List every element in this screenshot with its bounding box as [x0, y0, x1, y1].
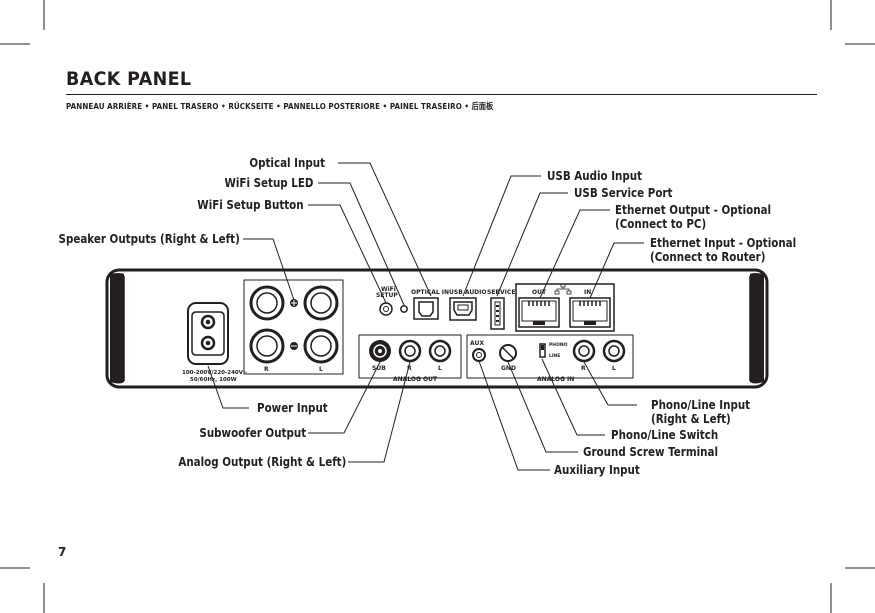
usb-audio-label: USB AUDIO [449, 289, 487, 296]
callout-speaker-outputs: Speaker Outputs (Right & Left) [58, 232, 240, 246]
speaker-r-label: R [264, 366, 269, 373]
callout-wifi-button: WiFi Setup Button [197, 198, 304, 212]
analog-out-r-label: R [407, 365, 412, 372]
analog-in-label: ANALOG IN [537, 376, 574, 383]
phono-label: PHONO [549, 342, 568, 348]
ethernet-block [515, 283, 615, 332]
usb-service-port [490, 297, 505, 330]
callout-ethernet-input-line2: (Connect to Router) [650, 250, 766, 264]
analog-in-r-label: R [581, 365, 586, 372]
wifi-led [400, 305, 408, 313]
speaker-l-label: L [319, 366, 323, 373]
title-rule [66, 94, 817, 95]
analog-out-block [358, 334, 462, 379]
page-number: 7 [58, 545, 67, 559]
page-subtitle: PANNEAU ARRIÈRE • PANEL TRASERO • RÜCKSE… [66, 101, 494, 111]
power-inlet [187, 302, 229, 365]
line-label: LINE [549, 353, 560, 359]
callout-ethernet-input-line1: Ethernet Input - Optional [650, 236, 797, 250]
wifi-label: WiFi [381, 286, 396, 293]
callout-phono-line-switch: Phono/Line Switch [611, 428, 719, 442]
callout-optical-input: Optical Input [249, 156, 325, 170]
callout-usb-service: USB Service Port [574, 186, 673, 200]
callout-power-input: Power Input [257, 401, 328, 415]
analog-out-label: ANALOG OUT [393, 376, 438, 383]
power-rating-1: 100-200V/220-240V~ [182, 370, 248, 376]
callout-phono-line-input-line1: Phono/Line Input [651, 398, 751, 412]
aux-label: AUX [470, 340, 484, 347]
callout-lines [207, 162, 644, 471]
network-icon [554, 283, 572, 295]
sub-label: SUB [372, 365, 386, 372]
optical-port [413, 297, 439, 320]
callout-phono-line-input: Phono/Line Input (Right & Left) [651, 398, 750, 426]
analog-out-l-label: L [438, 365, 442, 372]
service-label: SERVICE [487, 289, 515, 296]
setup-label: SETUP [376, 292, 398, 299]
callout-ethernet-output-line2: (Connect to PC) [615, 217, 707, 231]
callout-ethernet-input: Ethernet Input - Optional (Connect to Ro… [650, 236, 796, 264]
usb-audio-port [449, 297, 477, 321]
gnd-label: GND [501, 365, 516, 372]
optical-in-label: OPTICAL IN [411, 289, 449, 296]
speaker-terminals [243, 279, 344, 375]
ethernet-out-label: OUT [532, 289, 547, 296]
callout-ethernet-output: Ethernet Output - Optional (Connect to P… [615, 203, 771, 231]
callout-ethernet-output-line1: Ethernet Output - Optional [615, 203, 772, 217]
device-body [105, 268, 769, 389]
ethernet-in-label: IN [584, 289, 591, 296]
callout-phono-line-input-line2: (Right & Left) [651, 412, 731, 426]
callout-subwoofer-output: Subwoofer Output [199, 426, 306, 440]
page-title: BACK PANEL [66, 68, 192, 90]
analog-in-block [466, 334, 634, 379]
callout-usb-audio: USB Audio Input [547, 169, 643, 183]
callout-auxiliary-input: Auxiliary Input [554, 463, 640, 477]
callout-ground-screw: Ground Screw Terminal [583, 445, 718, 459]
ethernet-pins [528, 301, 601, 306]
wifi-setup-button [379, 302, 393, 316]
analog-in-l-label: L [612, 365, 616, 372]
callout-wifi-led: WiFi Setup LED [224, 176, 313, 190]
callout-analog-output: Analog Output (Right & Left) [178, 455, 346, 469]
